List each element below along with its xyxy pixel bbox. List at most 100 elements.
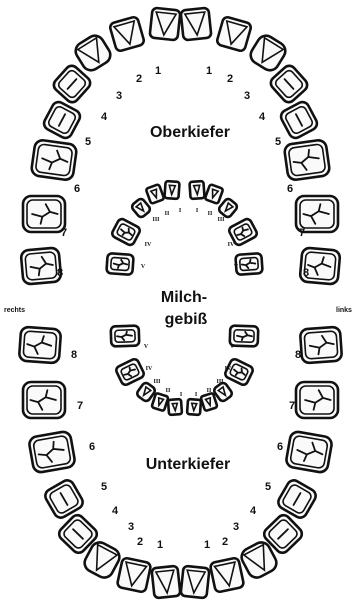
lower-right-number-8: 8: [71, 349, 77, 361]
lower-right-number-5: 5: [101, 481, 107, 493]
lower-left-number-6: 6: [277, 441, 283, 453]
upper-left-number-7: 7: [299, 227, 305, 239]
upper-left-milk-tooth-V: [235, 253, 262, 275]
lower-left-number-1: 1: [204, 539, 210, 551]
upper-right-milk-numeral-III: III: [152, 217, 160, 223]
lower-left-number-4: 4: [250, 505, 257, 517]
upper-right-milk-numeral-V: V: [141, 264, 146, 270]
right-side-label: rechts: [4, 307, 25, 314]
lower-right-number-6: 6: [89, 441, 95, 453]
lower-right-milk-tooth-V: [111, 326, 140, 347]
lower-left-number-7: 7: [289, 400, 295, 412]
upper-left-number-2: 2: [227, 73, 233, 85]
lower-left-tooth-1: [181, 566, 210, 599]
upper-right-number-3: 3: [116, 90, 122, 102]
upper-right-number-6: 6: [74, 183, 80, 195]
upper-left-tooth-5: [279, 100, 320, 141]
lower-left-milk-numeral-II: II: [207, 388, 212, 394]
upper-right-milk-tooth-III: [130, 197, 151, 218]
lower-left-tooth-8: [300, 327, 342, 364]
upper-left-number-5: 5: [275, 136, 281, 148]
upper-right-milk-tooth-I: [164, 181, 179, 199]
upper-left-number-1: 1: [206, 65, 212, 77]
lower-right-number-7: 7: [77, 400, 83, 412]
lower-left-tooth-6: [285, 431, 333, 474]
upper-left-milk-tooth-III: [217, 197, 238, 218]
upper-right-tooth-1: [150, 8, 181, 41]
lower-left-number-2: 2: [222, 536, 228, 548]
upper-left-milk-numeral-II: II: [208, 211, 213, 217]
lower-left-milk-tooth-I: [187, 399, 201, 415]
lower-jaw-label: Unterkiefer: [146, 456, 230, 473]
lower-left-milk-numeral-IV: IV: [225, 366, 232, 372]
lower-right-milk-numeral-III: III: [153, 379, 161, 385]
upper-right-milk-numeral-I: I: [179, 208, 182, 214]
upper-left-milk-tooth-I: [189, 181, 204, 199]
lower-right-milk-tooth-IV: [115, 358, 145, 386]
lower-left-number-5: 5: [265, 481, 271, 493]
lower-right-tooth-7: [23, 382, 65, 418]
upper-right-number-8: 8: [57, 267, 63, 279]
lower-right-milk-numeral-II: II: [166, 388, 171, 394]
upper-left-milk-numeral-V: V: [234, 264, 239, 270]
upper-left-tooth-1: [181, 8, 212, 41]
lower-right-milk-numeral-V: V: [144, 344, 149, 350]
lower-left-number-8: 8: [295, 349, 301, 361]
lower-right-number-4: 4: [112, 505, 119, 517]
left-side-label: links: [336, 307, 352, 314]
lower-left-tooth-7: [296, 382, 338, 418]
lower-right-tooth-5: [43, 478, 85, 520]
lower-left-milk-tooth-IV: [224, 358, 254, 386]
lower-right-number-3: 3: [128, 521, 134, 533]
lower-right-tooth-1: [152, 566, 181, 599]
upper-left-number-6: 6: [287, 183, 293, 195]
lower-left-milk-numeral-V: V: [230, 344, 235, 350]
upper-right-number-7: 7: [61, 227, 67, 239]
upper-milk-teeth: [106, 181, 262, 275]
lower-left-tooth-2: [210, 557, 245, 592]
upper-left-milk-tooth-II: [205, 184, 224, 204]
lower-right-tooth-8: [19, 327, 61, 364]
lower-right-milk-tooth-II: [152, 393, 169, 411]
upper-left-tooth-8: [300, 247, 341, 284]
upper-right-number-2: 2: [136, 73, 142, 85]
upper-left-milk-numeral-I: I: [196, 208, 199, 214]
upper-right-number-1: 1: [155, 65, 161, 77]
upper-right-tooth-3: [72, 32, 113, 73]
upper-jaw-label: Oberkiefer: [150, 124, 230, 141]
milk-teeth-label-line1: Milch-: [161, 289, 207, 306]
milk-teeth-label-line2: gebiß: [165, 311, 208, 328]
lower-left-milk-numeral-III: III: [216, 379, 224, 385]
upper-left-number-8: 8: [303, 267, 309, 279]
upper-right-tooth-8: [21, 247, 62, 284]
lower-milk-teeth: [111, 326, 259, 415]
upper-right-tooth-5: [42, 100, 83, 141]
upper-right-tooth-6: [31, 139, 78, 180]
upper-right-milk-tooth-IV: [111, 218, 142, 247]
upper-right-tooth-2: [109, 16, 145, 52]
lower-right-tooth-6: [28, 431, 76, 474]
lower-left-milk-tooth-II: [201, 393, 218, 411]
lower-right-milk-numeral-IV: IV: [146, 366, 153, 372]
lower-right-milk-numeral-I: I: [180, 392, 183, 398]
lower-right-milk-tooth-I: [168, 399, 182, 415]
lower-right-tooth-2: [117, 557, 152, 592]
upper-right-milk-tooth-V: [106, 253, 133, 275]
upper-right-number-4: 4: [101, 111, 108, 123]
upper-left-tooth-3: [247, 32, 288, 73]
lower-right-number-1: 1: [157, 539, 163, 551]
upper-left-tooth-2: [216, 16, 252, 52]
lower-right-number-2: 2: [137, 536, 143, 548]
upper-permanent-teeth: [21, 8, 341, 285]
lower-left-tooth-5: [276, 478, 318, 520]
upper-right-milk-tooth-II: [146, 184, 165, 204]
upper-right-milk-numeral-IV: IV: [145, 242, 152, 248]
upper-right-number-5: 5: [85, 136, 91, 148]
upper-left-milk-numeral-III: III: [217, 217, 225, 223]
upper-left-number-3: 3: [244, 90, 250, 102]
upper-left-tooth-6: [284, 139, 331, 180]
upper-right-tooth-7: [23, 196, 65, 232]
upper-left-milk-numeral-IV: IV: [228, 242, 235, 248]
lower-left-number-3: 3: [233, 521, 239, 533]
